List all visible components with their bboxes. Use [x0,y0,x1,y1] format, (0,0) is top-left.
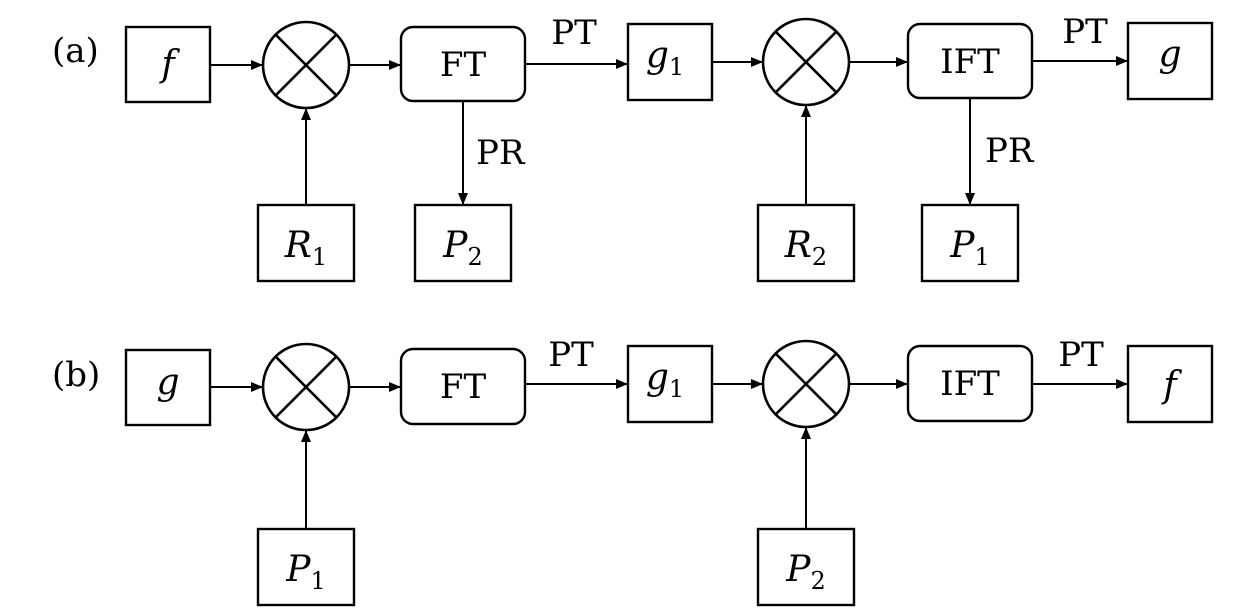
diagram-a: (a) f R1 FT PT PR P [52,12,1214,283]
phase-truncation-label: PT [551,13,597,53]
multiplier-node-4 [761,339,851,429]
ift-block-label: IFT [940,42,1000,82]
key-block-r2-label: R2 [784,225,827,271]
multiplier-node-2 [761,17,851,107]
ft-block: FT [399,25,527,103]
key-block-p1: P1 [256,527,356,607]
ift-block: IFT [906,22,1034,100]
key-block-p1-label: P1 [949,225,990,271]
phase-truncation-label: PT [1062,12,1108,52]
key-block-r2: R2 [756,203,856,283]
input-block-g: g [124,348,212,427]
key-block-r1-label: R1 [284,225,327,271]
ft-block-label: FT [440,367,487,407]
diagram-b: (b) g P1 FT PT g1 [52,335,1214,607]
key-block-p2: P2 [756,527,856,607]
output-block-g: g [1126,21,1214,101]
ift-block-label: IFT [940,364,1000,404]
key-block-p2-label: P2 [785,549,826,595]
key-block-p1-label: P1 [285,549,326,595]
phase-truncation-label: PT [1058,335,1104,375]
diagram-b-label: (b) [52,355,100,395]
phase-reserve-label: PR [985,131,1035,171]
key-block-p2: P2 [413,203,513,283]
key-block-p2-label: P2 [442,225,483,271]
input-block-g-label: g [156,362,179,403]
ft-block-label: FT [440,45,487,85]
phase-truncation-label: PT [548,335,594,375]
intermediate-block-g1: g1 [626,344,714,424]
ft-block: FT [399,347,527,426]
intermediate-block-g1-label: g1 [646,35,684,81]
phase-reserve-label: PR [476,133,526,173]
multiplier-node-3 [261,342,351,432]
multiplier-node-1 [261,20,351,110]
intermediate-block-g1: g1 [626,22,714,102]
diagram-a-label: (a) [52,31,99,71]
output-block-f: f [1126,344,1214,424]
intermediate-block-g1-label: g1 [646,357,684,403]
key-block-p1: P1 [920,203,1020,283]
key-block-r1: R1 [256,203,356,283]
input-block-f: f [124,25,212,104]
output-block-g-label: g [1158,34,1181,75]
ift-block: IFT [906,344,1034,423]
